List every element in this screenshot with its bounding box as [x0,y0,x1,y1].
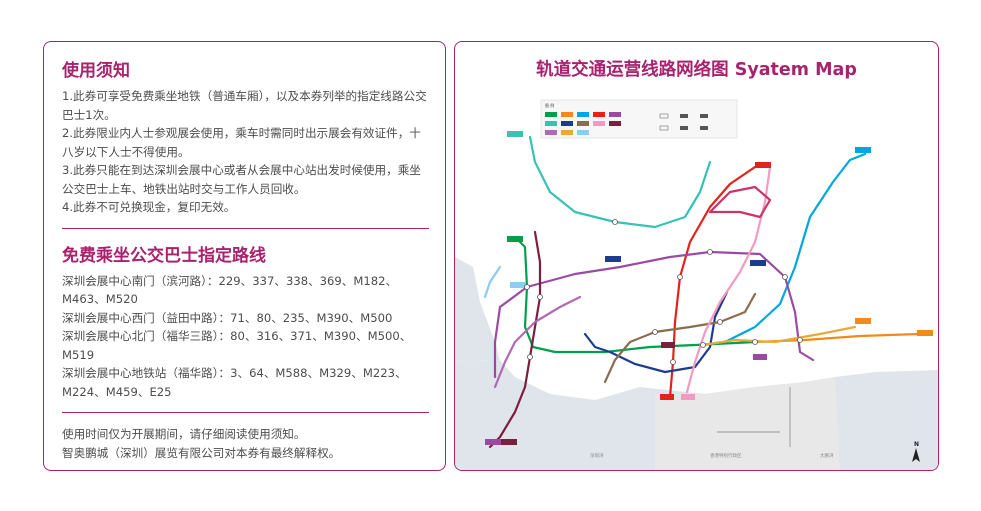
metro-line-20 [483,265,502,299]
terminal-badge [753,354,767,360]
bus-route-metro-station: 深圳会展中心地铁站（福华路）：3、64、M588、M329、M223、M224、… [62,366,407,399]
metro-line-loop [708,185,772,219]
legend-symbol [700,126,708,130]
metro-map: 深圳湾 香港特别行政区 大鹏湾 图 例 [455,99,938,470]
terminal-badge [660,394,674,400]
legend-symbol [659,113,669,119]
legend-swatch [561,112,573,117]
legend-swatch [545,130,557,135]
terminal-badge [507,131,523,137]
north-label: N [914,441,919,448]
interchange-station [677,274,683,280]
interchange-station [707,249,713,255]
metro-line-10 [685,165,772,394]
west-sea-area [455,257,500,362]
interchange-station [537,294,543,300]
notice-item-2: 2.此券限业内人士参观展会使用，乘车时需同时出示展会有效证件，十八岁以下人士不得… [62,126,421,159]
disclaimer-note: 智奥鹏城（深圳）展览有限公司对本券有最终解释权。 [62,445,341,460]
bus-route-north-gate: 深圳会展中心北门（福华三路）：80、316、371、M390、M500、M519 [62,329,412,362]
notice-panel: 使用须知 1.此券可享受免费乘坐地铁（普通车厢），以及本券列举的指定线路公交巴士… [43,41,446,471]
metro-map-panel: 轨道交通运营线路网络图 Syatem Map 深圳湾 香港特别行政区 大鹏湾 图… [454,41,939,471]
legend-swatch [561,121,573,126]
metro-line-9 [603,292,757,384]
interchange-station [700,342,706,348]
metro-line-1 [513,235,757,354]
metro-line-7 [583,290,729,374]
interchange-station [797,337,803,343]
terminal-badge [855,318,871,324]
bus-route-west-gate: 深圳会展中心西门（益田中路）：71、80、235、M390、M500 [62,310,393,325]
legend-swatch [561,130,573,135]
legend-swatch [577,121,589,126]
legend-swatch [545,121,557,126]
legend-symbol [700,114,708,118]
sea-label-hong-kong: 香港特别行政区 [710,452,742,459]
legend-swatch [545,112,557,117]
terminal-badge [755,162,771,168]
interchange-station [524,284,530,290]
terminal-badges [485,131,933,445]
legend-swatch [593,112,605,117]
sea-label-shenzhen-bay: 深圳湾 [590,452,604,459]
interchange-station [670,359,676,365]
bus-routes-title: 免费乘坐公交巴士指定路线 [62,245,266,266]
metro-line-14 [701,325,857,347]
interchange-station [717,319,723,325]
notice-title: 使用须知 [62,61,130,81]
metro-line-4 [668,165,757,399]
terminal-badge [855,147,871,153]
notice-item-4: 4.此券不可兑换现金，复印无效。 [62,200,236,214]
hong-kong-area [655,377,840,470]
sea-label-dapeng-bay: 大鹏湾 [820,452,834,459]
terminal-badge [510,282,526,288]
interchange-station [527,354,533,360]
legend-swatch [609,112,621,117]
metro-line-6 [528,135,712,229]
usage-note: 使用时间仅为开展期间，请仔细阅读使用须知。 [62,427,306,441]
metro-line-3 [701,152,867,347]
interchange-station [652,329,658,335]
legend-swatch [577,130,589,135]
legend-swatch [593,121,605,126]
interchange-station [752,339,758,345]
terminal-badge [507,236,523,242]
north-arrow-icon: N [912,441,920,462]
terminal-badge [681,394,695,400]
legend-title: 图 例 [545,102,554,108]
map-legend: 图 例 [540,99,738,139]
legend-symbol [680,126,688,130]
interchange-station [612,219,618,225]
notice-item-3: 3.此券只能在到达深圳会展中心或者从会展中心站出发时候使用，乘坐公交巴士上车、地… [62,163,421,196]
interchange-station [782,274,788,280]
notice-item-1: 1.此券可享受免费乘坐地铁（普通车厢），以及本券列举的指定线路公交巴士1次。 [62,89,427,122]
metro-line-12 [493,295,582,389]
terminal-badge [750,260,766,266]
terminal-badge [501,439,517,445]
legend-symbol [659,125,669,131]
divider [62,227,429,229]
terminal-badge [661,342,675,348]
terminal-badge [917,330,933,336]
legend-symbol [680,114,688,118]
interchange-stations [524,219,803,365]
terminal-badge [485,439,501,445]
legend-swatch [609,121,621,126]
divider [62,412,429,413]
map-title: 轨道交通运营线路网络图 Syatem Map [536,60,857,80]
terminal-badge [605,256,621,262]
metro-line-5 [493,250,815,379]
legend-swatch [577,112,589,117]
bus-route-south-gate: 深圳会展中心南门（滨河路）：229、337、338、369、M182、M463、… [62,273,398,307]
